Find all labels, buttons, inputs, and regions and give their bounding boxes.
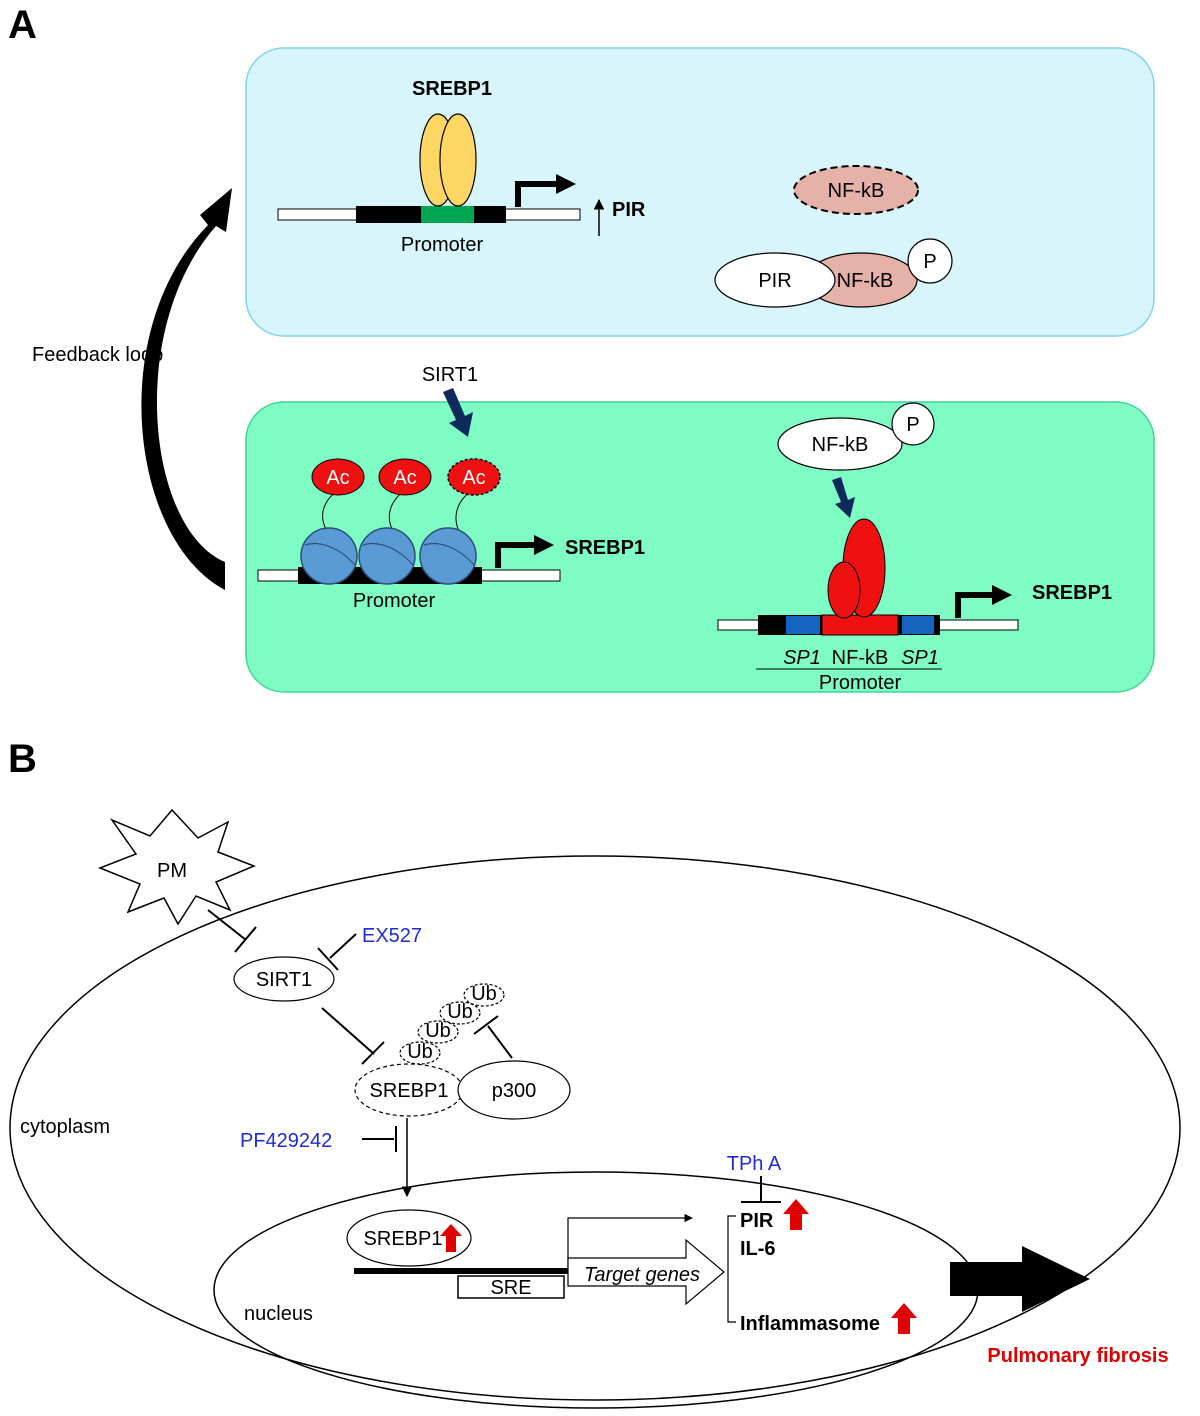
srebp1-dimer-right [439,113,477,207]
sirt1-inhibits-srebp1 [321,1007,385,1065]
fibrosis-arrow [950,1246,1090,1312]
ub-2 [417,1020,459,1044]
ub-4 [463,983,505,1007]
p300-label: p300 [492,1080,537,1102]
srebp1-nuclear-node [346,1209,472,1267]
tss-arrow-top [515,181,560,207]
tss-arrowhead-right [992,585,1012,605]
srebp1-up-arrow [440,1224,462,1252]
srebp1-label-left: SREBP1 [565,537,645,559]
ub-label-4: Ub [471,983,497,1005]
sre-site-top [421,206,474,223]
ub-label-2: Ub [425,1020,451,1042]
ub-1 [399,1041,441,1065]
inflammasome-up-arrow [891,1303,917,1334]
nfkb-navy-arrow [832,477,855,518]
sirt1-label-a: SIRT1 [422,364,478,386]
ac-label-2: Ac [393,467,416,489]
phospho-label-top: P [923,251,936,273]
ac-label-1: Ac [326,467,349,489]
sre-box [457,1275,565,1299]
il6-label: IL-6 [740,1238,776,1260]
nfkb-free-label: NF-kB [812,434,869,456]
pir-label-b: PIR [740,1210,774,1232]
tss-arrow-left [495,542,538,568]
ub-label-3: Ub [447,1001,473,1023]
nucleosome-3 [419,527,477,585]
nucleus-label: nucleus [244,1303,313,1325]
pir-label-top: PIR [612,199,646,221]
ub-label-1: Ub [407,1041,433,1063]
ex527-label: EX527 [362,925,422,947]
cell-membrane [9,855,1181,1401]
ub-chain [399,983,505,1065]
pm-burst [97,808,256,926]
transcription-arrow-line [567,1213,693,1268]
sirt1-node [233,956,335,1002]
tpha-label: TPh A [727,1153,782,1175]
tss-arrow-right [955,592,996,618]
sre-label: SRE [490,1277,531,1299]
sp1-site-left [786,616,820,634]
tpha-inhibition [741,1176,781,1203]
sp1-label-left: SP1 [783,647,821,669]
pf-inhibition [362,1126,397,1152]
srebp1-label-top: SREBP1 [412,78,492,100]
nfkb-complex-label: NF-kB [837,270,894,292]
phospho-label-bottom: P [906,414,919,436]
tss-arrowhead-top [556,174,576,194]
pm-label: PM [157,860,187,882]
sp1-site-right [902,616,934,634]
p300-node [457,1060,571,1120]
nucleus-membrane [213,1171,979,1409]
nfkb-free [777,417,903,471]
top-box [245,47,1155,337]
nfkb-dashed [793,165,919,215]
nfkb-site-label: NF-kB [832,647,889,669]
phospho-circle-bottom [891,402,935,446]
pir-up-arrow-b [783,1199,809,1230]
ac-groups [300,458,501,585]
ub-3 [439,1001,481,1025]
promoter-label-top: Promoter [401,234,484,256]
ex527-inhibition [317,933,357,971]
ac-1 [311,458,365,496]
p300-inhibits-ub [473,1015,513,1059]
pir-complex-label: PIR [758,270,791,292]
inflammasome-label: Inflammasome [740,1313,880,1335]
nucleosome-1 [300,527,358,585]
sp1-label-right: SP1 [901,647,939,669]
nfkb-dashed-label: NF-kB [828,180,885,202]
pm-inhibition [207,909,257,953]
tss-arrowhead-left [534,535,554,555]
sirt1-label-b: SIRT1 [256,969,312,991]
promoter-label-right: Promoter [819,672,902,694]
srebp1-label-right: SREBP1 [1032,582,1112,604]
nucleosome-2 [358,527,416,585]
target-genes-arrow [567,1238,725,1306]
pf429242-label: PF429242 [240,1130,332,1152]
nfkb-bound-small [827,561,861,619]
phospho-circle-top [907,238,953,284]
sirt1-navy-arrow [443,388,473,437]
feedback-loop-label: Feedback loop [32,344,163,366]
ac-label-3: Ac [462,467,485,489]
panel-a-label: A [8,3,37,47]
target-bracket [727,1215,736,1323]
srebp1-cyto-label: SREBP1 [370,1080,449,1102]
promoter-label-left: Promoter [353,590,436,612]
srebp1-nuclear-label: SREBP1 [364,1228,443,1250]
feedback-loop-arrow [141,188,232,590]
cytoplasm-label: cytoplasm [20,1116,110,1138]
ac-2 [378,458,432,496]
pulmonary-fibrosis-label: Pulmonary fibrosis [987,1345,1168,1367]
pir-complex [714,252,836,308]
nfkb-site [821,614,899,636]
panel-b-label: B [8,737,37,781]
ac-3 [447,458,501,496]
target-genes-label: Target genes [584,1264,700,1286]
